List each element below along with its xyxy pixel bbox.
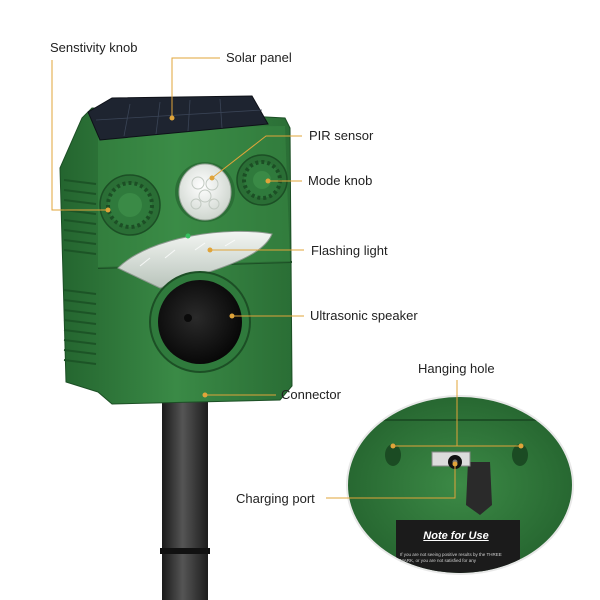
label-connector: Connector xyxy=(281,387,341,402)
pir-sensor xyxy=(175,162,235,222)
label-solar-panel: Solar panel xyxy=(226,50,292,65)
mode-knob xyxy=(236,154,288,206)
label-flashing-light: Flashing light xyxy=(311,243,388,258)
note-body: If you are not seeing positive results b… xyxy=(400,552,502,563)
label-charging-port: Charging port xyxy=(236,491,315,506)
ultrasonic-speaker xyxy=(149,271,251,373)
label-mode-knob: Mode knob xyxy=(308,173,373,188)
bottom-detail-zoom xyxy=(346,395,574,575)
label-ultrasonic-speaker: Ultrasonic speaker xyxy=(310,308,418,323)
label-sensitivity-knob: Senstivity knob xyxy=(50,40,138,55)
note-title: Note for Use xyxy=(423,530,489,542)
sensitivity-knob xyxy=(99,174,161,236)
label-hanging-hole: Hanging hole xyxy=(418,361,495,376)
pole-joint xyxy=(160,548,210,554)
pole xyxy=(162,392,208,600)
solar-panel xyxy=(87,95,269,141)
label-pir-sensor: PIR sensor xyxy=(309,128,374,143)
leader-lines xyxy=(51,57,521,499)
